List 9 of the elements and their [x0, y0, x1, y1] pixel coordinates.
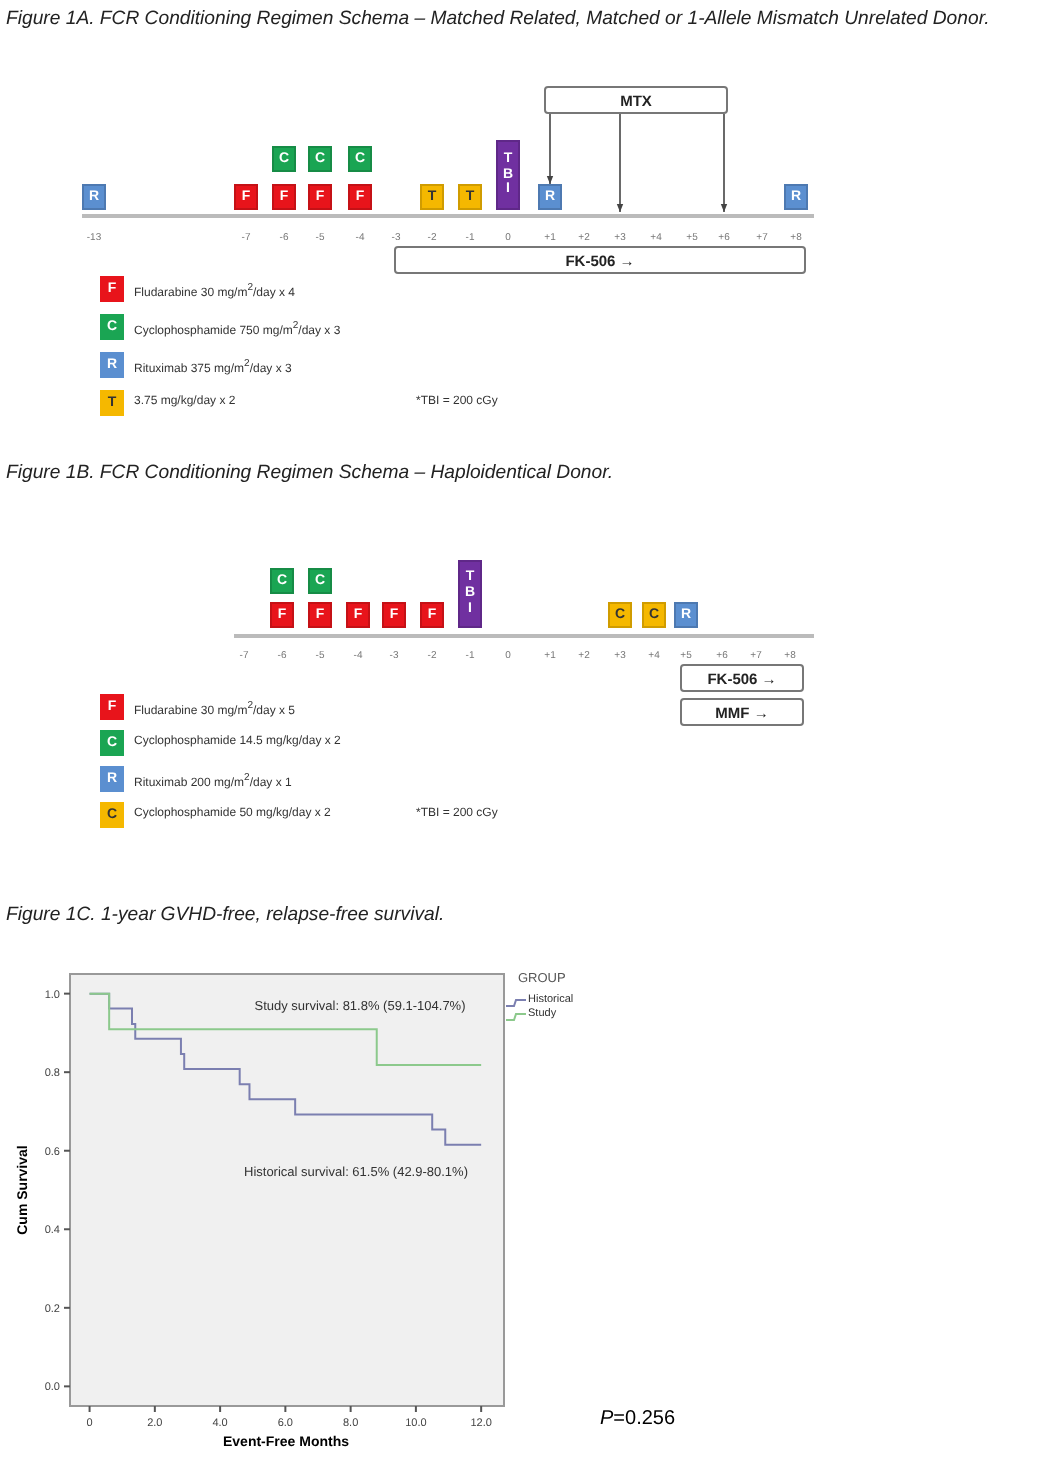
figure-caption: Figure 1B. FCR Conditioning Regimen Schema – Haploidentical Donor. [6, 462, 614, 484]
arrow [616, 113, 624, 213]
p-value: P=0.256 [600, 1408, 676, 1430]
timeline-axis [234, 634, 814, 638]
arrow [720, 113, 728, 213]
figure-caption: Figure 1A. FCR Conditioning Regimen Schema – Matched Related, Matched or 1-Allele Mismatch Unrelated Donor. [6, 8, 990, 30]
arrow [546, 113, 554, 185]
figure-caption: Figure 1C. 1-year GVHD-free, relapse-free survival. [6, 904, 445, 926]
timeline-axis [82, 214, 814, 218]
